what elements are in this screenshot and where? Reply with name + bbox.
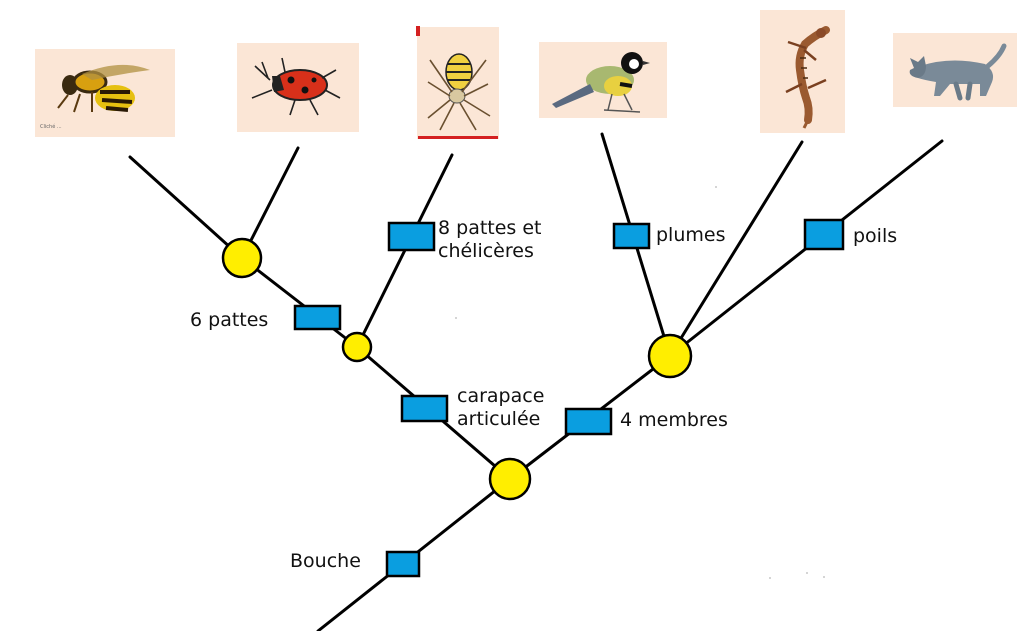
trait-label-8-pattes: 8 pattes et chélicères <box>438 217 542 262</box>
trait-label-plumes: plumes <box>656 224 726 246</box>
trait-box-plumes <box>612 222 651 250</box>
svg-text:Cliché ...: Cliché ... <box>40 123 62 130</box>
trait-label-bouche: Bouche <box>290 550 361 572</box>
spider-image <box>416 26 499 139</box>
trait-box-bouche <box>385 550 421 578</box>
insect-node <box>221 237 263 279</box>
branch-to-firebug <box>240 146 300 260</box>
trait-box-poils <box>803 218 845 251</box>
trait-label-4-membres: 4 membres <box>620 409 728 431</box>
firebug-image <box>237 43 359 132</box>
branch-to-lizard <box>668 140 804 358</box>
branch-to-insect-node <box>240 256 359 349</box>
trait-label-poils: poils <box>853 225 898 247</box>
trait-box-8-pattes <box>387 221 436 252</box>
trait-box-6-pattes <box>293 304 342 331</box>
cat-image <box>893 33 1017 107</box>
branch-to-wasp <box>128 155 244 260</box>
root-node <box>488 457 532 501</box>
wasp-image: Cliché ... <box>35 49 175 137</box>
trait-box-4-membres <box>564 407 613 436</box>
great-tit-image <box>539 42 667 118</box>
trait-label-carapace: carapace articulée <box>457 385 545 430</box>
vertebrate-node <box>647 333 693 379</box>
trait-label-6-pattes: 6 pattes <box>190 309 269 331</box>
trait-box-carapace <box>400 394 449 423</box>
lizard-image <box>760 10 845 133</box>
arthropod-node <box>341 331 373 363</box>
